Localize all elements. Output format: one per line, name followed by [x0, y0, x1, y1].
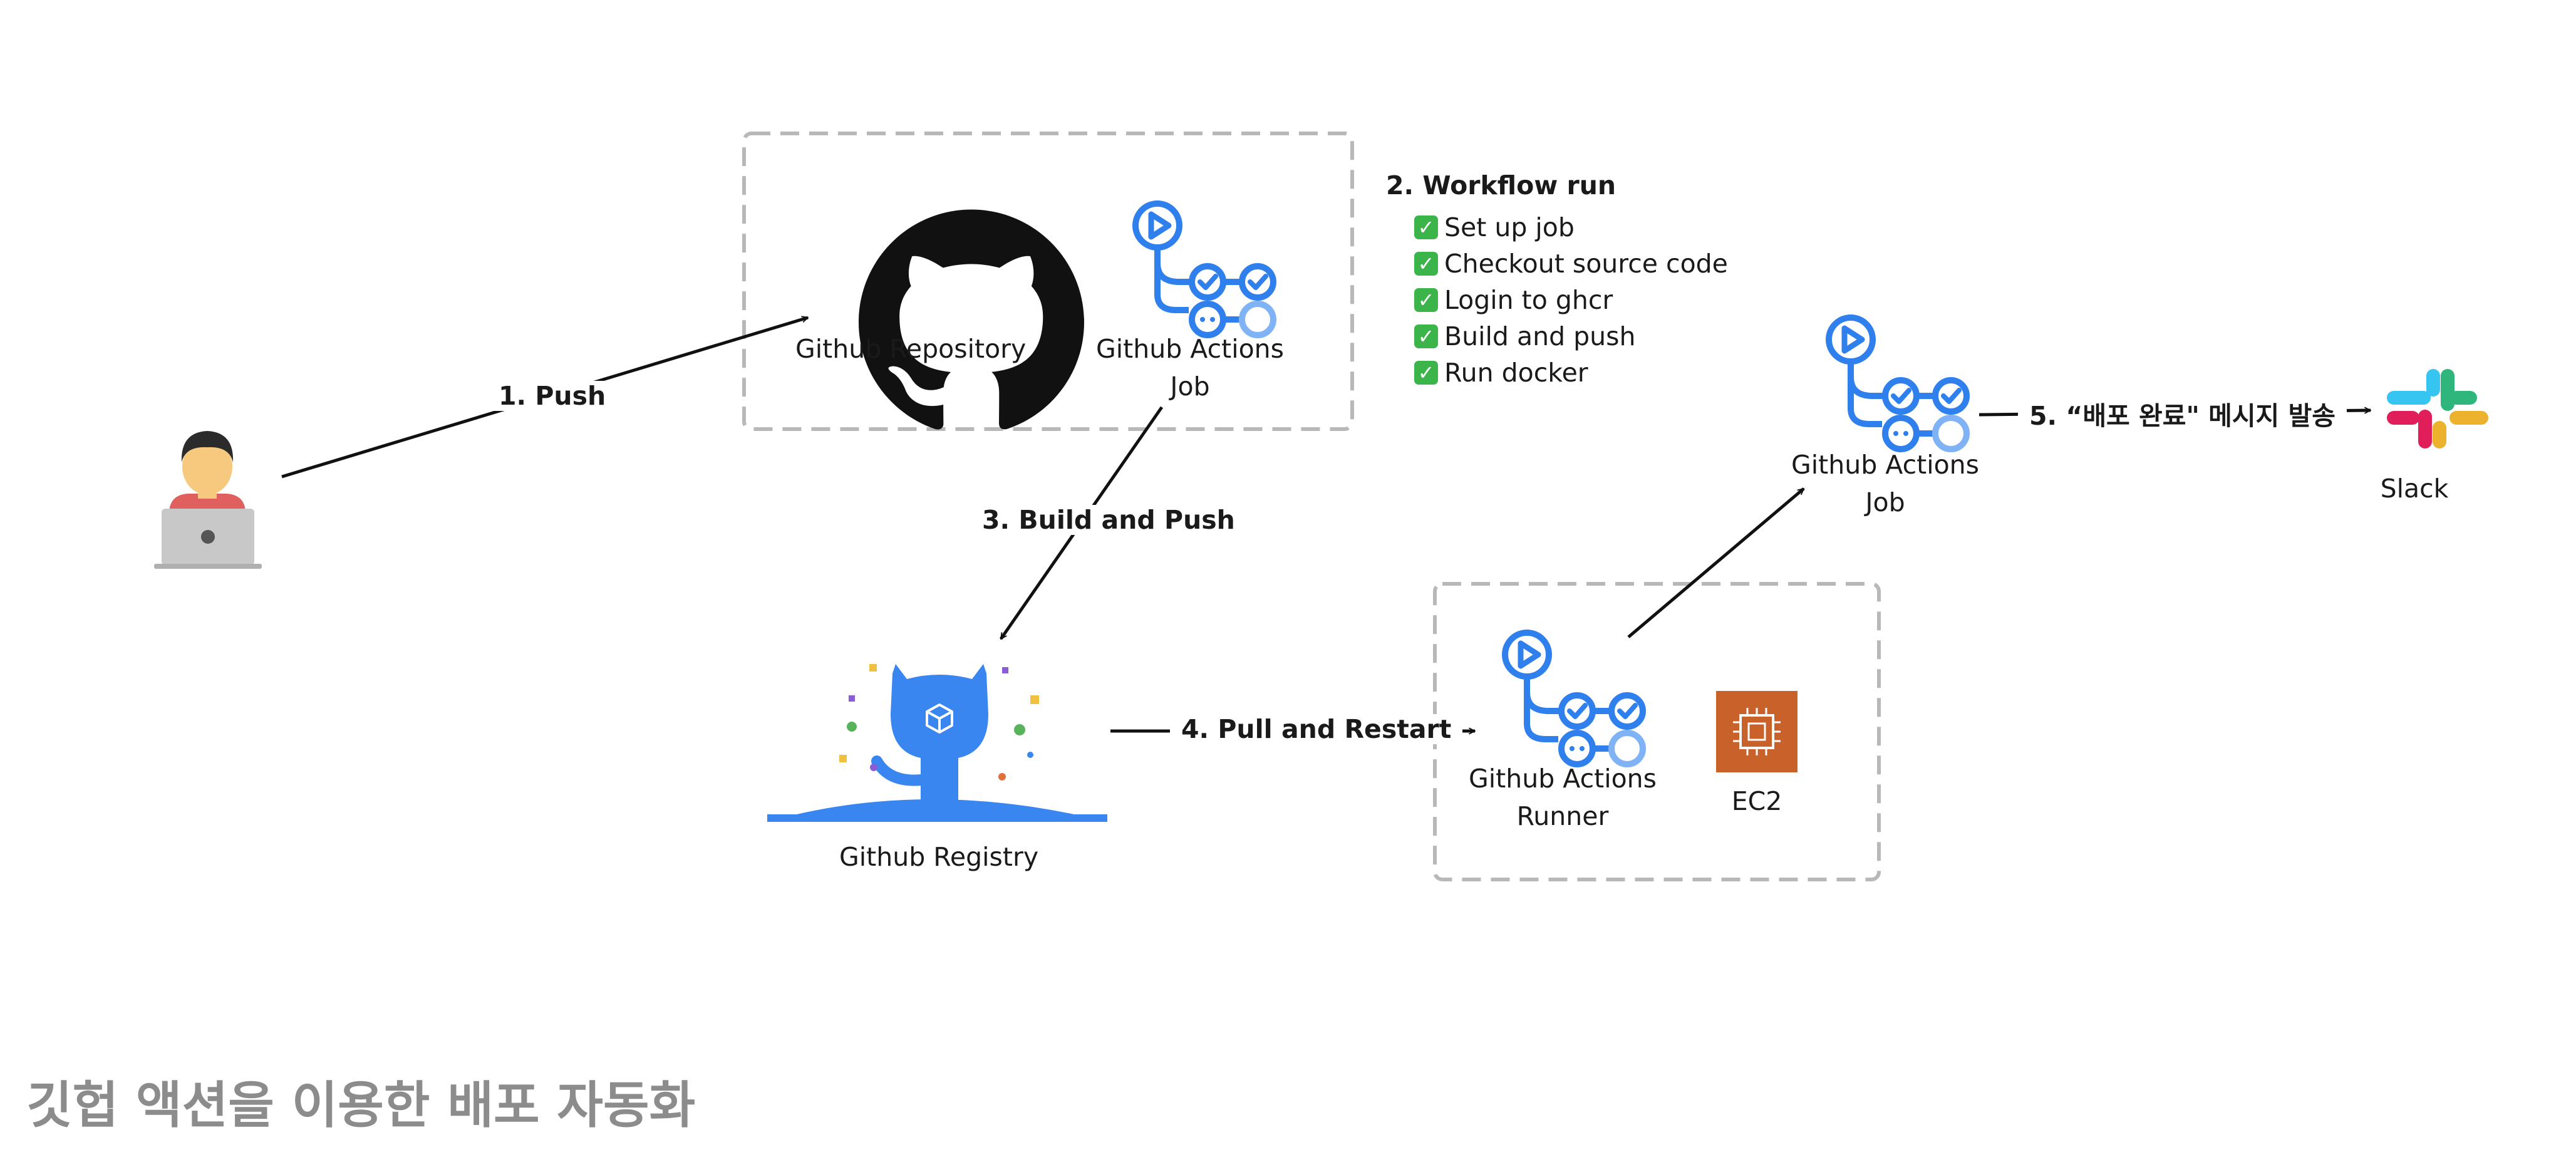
check-icon: ✓	[1414, 288, 1438, 312]
actions-job-right-label-line1: Github Actions	[1791, 450, 1980, 480]
check-icon: ✓	[1414, 361, 1438, 385]
ec2-label: EC2	[1731, 786, 1782, 816]
notify-edge-label: 5. “배포 완료" 메시지 발송	[2018, 395, 2347, 432]
check-icon: ✓	[1414, 215, 1438, 239]
workflow-step: ✓Checkout source code	[1414, 246, 1728, 282]
slack-icon	[2387, 369, 2488, 449]
actions-job-right-label: Github Actions Job	[1791, 446, 1979, 521]
runner-to-job-arrow	[1627, 487, 1805, 638]
build-push-edge-label: 3. Build and Push	[971, 505, 1246, 535]
actions-job-right-label-line2: Job	[1865, 487, 1905, 517]
github-icon	[859, 209, 1084, 430]
actions-job-label-line2: Job	[1170, 371, 1210, 402]
github-actions-icon	[1505, 633, 1643, 764]
pull-restart-edge-label: 4. Pull and Restart	[1170, 714, 1463, 744]
github-actions-icon	[1135, 204, 1273, 335]
github-actions-icon	[1829, 318, 1967, 449]
server-group-box	[1433, 582, 1881, 881]
registry-label: Github Registry	[839, 842, 1039, 872]
actions-job-label: Github Actions Job	[1096, 330, 1284, 405]
workflow-panel: 2. Workflow run ✓Set up job ✓Checkout so…	[1386, 167, 1728, 391]
repository-group-box	[742, 132, 1354, 431]
actions-job-label-line1: Github Actions	[1096, 334, 1285, 364]
runner-label: Github Actions Runner	[1469, 760, 1657, 835]
workflow-step: ✓Login to ghcr	[1414, 282, 1728, 318]
push-edge-label: 1. Push	[487, 381, 618, 411]
workflow-title: 2. Workflow run	[1386, 170, 1616, 200]
runner-label-line1: Github Actions	[1469, 764, 1657, 794]
github-registry-icon	[767, 664, 1107, 822]
slack-label: Slack	[2380, 474, 2449, 504]
check-icon: ✓	[1414, 324, 1438, 348]
ec2-icon	[1716, 691, 1798, 772]
repository-label: Github Repository	[795, 334, 1027, 364]
workflow-step: ✓Build and push	[1414, 318, 1728, 355]
workflow-step: ✓Run docker	[1414, 355, 1728, 391]
workflow-step: ✓Set up job	[1414, 209, 1728, 246]
check-icon: ✓	[1414, 252, 1438, 276]
page-title: 깃헙 액션을 이용한 배포 자동화	[26, 1076, 696, 1134]
runner-label-line2: Runner	[1516, 801, 1609, 831]
workflow-step-list: ✓Set up job ✓Checkout source code ✓Login…	[1386, 209, 1728, 391]
developer-icon	[154, 431, 262, 569]
